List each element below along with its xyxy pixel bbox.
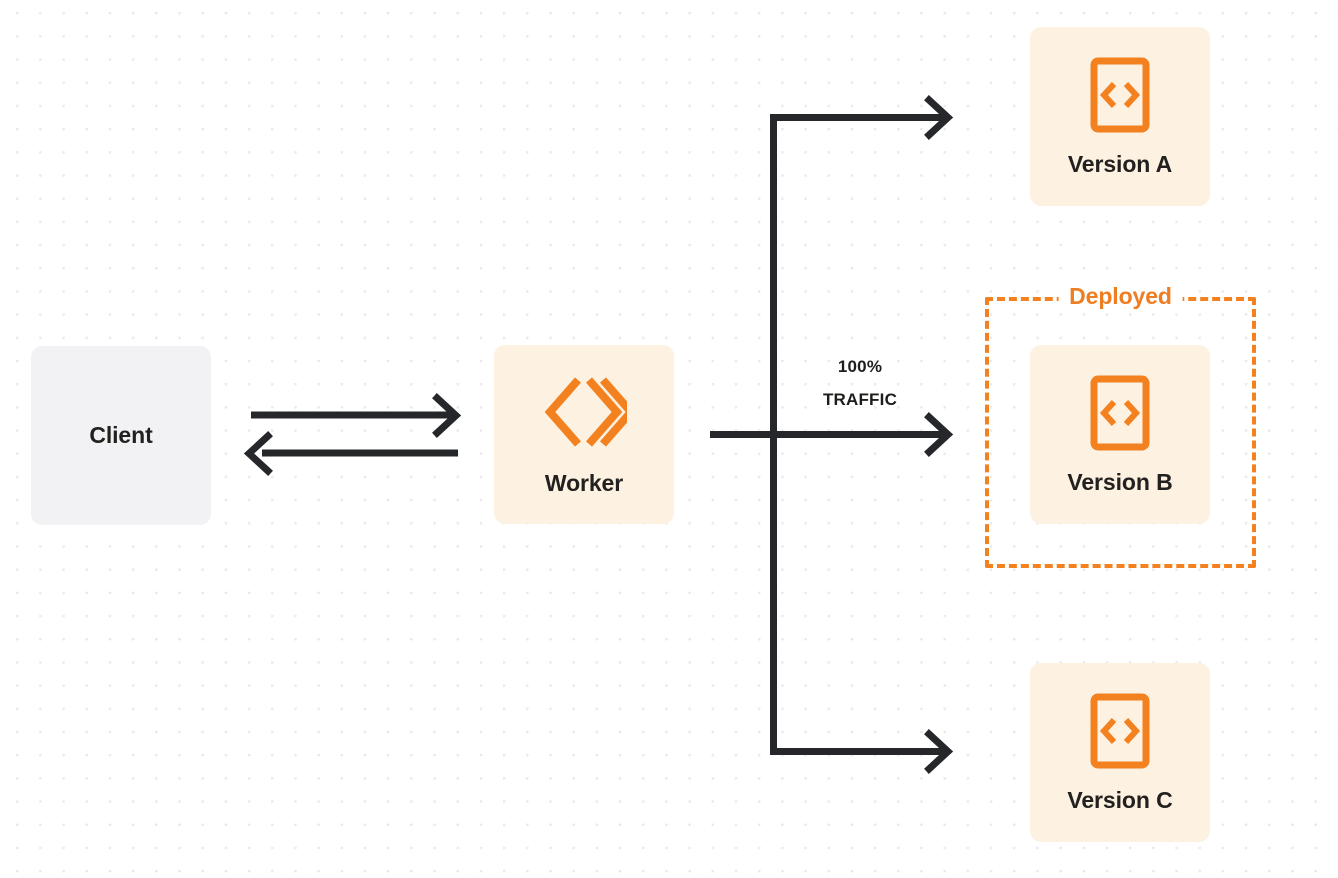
node-version-b-label: Version B xyxy=(1067,469,1173,495)
node-version-a[interactable]: Version A xyxy=(1030,27,1210,206)
node-client-label: Client xyxy=(89,422,153,448)
node-version-b[interactable]: Version B xyxy=(1030,345,1210,524)
connector-client-to-worker xyxy=(251,393,462,438)
deployed-group-label: Deployed xyxy=(1058,285,1183,309)
node-worker-label: Worker xyxy=(544,470,624,496)
node-version-a-label: Version A xyxy=(1067,151,1173,177)
connector-worker-to-client xyxy=(243,431,458,476)
node-version-c[interactable]: Version C xyxy=(1030,663,1210,842)
code-file-icon xyxy=(1090,57,1150,133)
traffic-percent: 100% xyxy=(837,357,883,376)
node-version-c-label: Version C xyxy=(1067,787,1173,813)
traffic-unit: TRAFFIC xyxy=(822,390,898,410)
connector-worker-to-version-a xyxy=(770,95,954,140)
deployed-group: Deployed xyxy=(985,285,1256,568)
code-file-icon xyxy=(1090,693,1150,769)
node-worker[interactable]: Worker xyxy=(494,345,674,524)
connector-worker-to-version-c xyxy=(770,729,954,774)
traffic-label: 100% TRAFFIC xyxy=(790,350,930,416)
connector-worker-to-version-b xyxy=(710,412,954,457)
cloudflare-workers-logo-icon xyxy=(541,374,637,450)
node-client[interactable]: Client xyxy=(31,346,211,525)
code-file-icon xyxy=(1090,375,1150,451)
